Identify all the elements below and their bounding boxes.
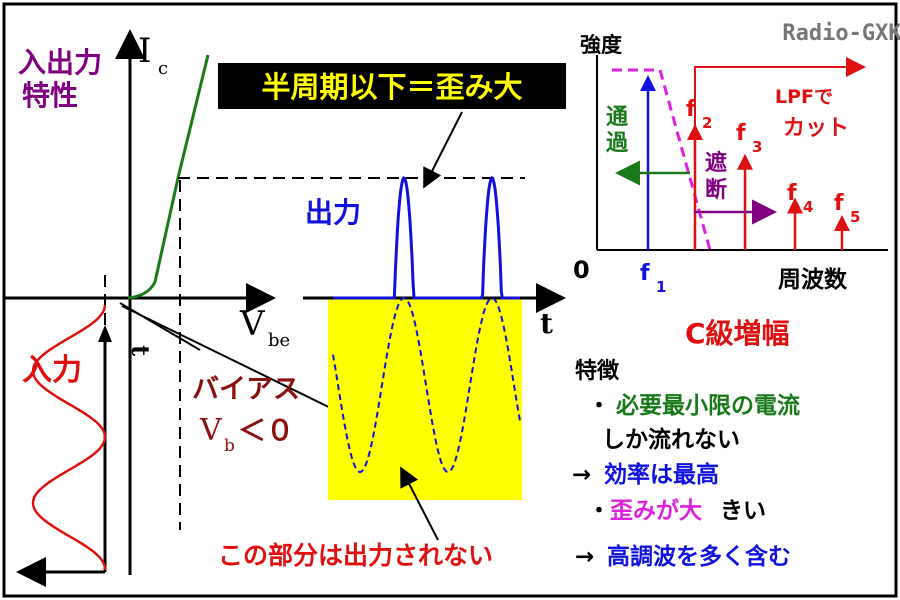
- input-label: 入力: [22, 353, 82, 388]
- lpf-label-line2: カット: [783, 116, 849, 141]
- transfer-curve: [127, 54, 210, 300]
- harmonic-index-2: 2: [702, 114, 712, 132]
- feature-line5: 高調波を多く含む: [607, 543, 791, 570]
- output-time-label: t: [540, 307, 553, 340]
- block-line2: 断: [705, 177, 727, 203]
- banner-text: 半周期以下＝歪み大: [261, 70, 522, 104]
- bias-v: V: [199, 413, 223, 448]
- harmonic-index-1: 1: [656, 278, 666, 296]
- feature-heading: 特徴: [575, 358, 620, 384]
- transfer-title-line2: 特性: [22, 79, 78, 112]
- feature-bullet-2: ・: [588, 499, 610, 524]
- input-axis-arrowhead: [98, 325, 112, 342]
- ic-axis-sub: c: [158, 58, 168, 79]
- output-pulse-wave: [333, 175, 520, 300]
- banner-box: [218, 63, 566, 109]
- harmonic-arrowhead-f4: [787, 197, 803, 214]
- harmonic-index-3: 3: [752, 138, 762, 156]
- input-time-label: t: [126, 345, 155, 356]
- banner-pointer: [423, 111, 463, 189]
- bias-line1: バイアス: [192, 374, 300, 405]
- cut-note-pointer: [400, 466, 439, 541]
- cut-region-fill: [328, 298, 522, 500]
- vbe-axis-sub: be: [268, 330, 290, 351]
- output-label: 出力: [305, 196, 361, 229]
- watermark: Radio-GXK: [782, 21, 900, 46]
- harmonic-arrowhead-f3: [737, 153, 753, 170]
- feature-arrow-1: →: [572, 462, 591, 488]
- feature-arrow-2: →: [575, 544, 594, 570]
- lpf-response: [612, 68, 712, 251]
- harmonic-label-f2: f: [686, 97, 696, 122]
- input-sine-wave: [31, 304, 107, 571]
- cut-note: この部分は出力されない: [218, 541, 493, 570]
- bias-pointer-2: [121, 305, 346, 416]
- lpf-label-line1: LPFで: [775, 86, 833, 108]
- bias-sub: b: [224, 436, 235, 456]
- lpf-cut-arrow: [694, 57, 866, 250]
- feature-line4b: きい: [720, 498, 766, 524]
- harmonic-index-4: 4: [803, 198, 813, 216]
- feature-line4a: 歪みが大: [610, 497, 702, 524]
- harmonic-label-f1: f: [640, 261, 650, 286]
- feature-line2: しか流れない: [602, 426, 740, 453]
- harmonic-arrowhead-f5: [834, 215, 850, 231]
- harmonic-arrowhead-f1: [640, 75, 656, 91]
- suppressed-wave: [332, 296, 521, 474]
- pass-line1: 通: [606, 105, 628, 130]
- transfer-title-line1: 入出力: [18, 46, 102, 79]
- spectrum-y-label: 強度: [580, 33, 622, 57]
- harmonic-label-f4: f: [787, 181, 797, 206]
- spectrum-origin: 0: [573, 256, 590, 284]
- harmonic-index-5: 5: [850, 208, 860, 226]
- feature-line1: 必要最小限の電流: [616, 392, 800, 419]
- harmonic-label-f5: f: [834, 191, 844, 216]
- pass-line2: 過: [606, 130, 629, 156]
- ic-axis-label: I: [138, 31, 151, 71]
- spectrum-x-label: 周波数: [778, 267, 848, 293]
- harmonic-label-f3: f: [736, 121, 746, 146]
- feature-line3: 効率は最高: [604, 461, 719, 488]
- block-line1: 遮: [705, 150, 727, 176]
- feature-title: C級増幅: [685, 317, 790, 350]
- feature-bullet-1: ・: [588, 394, 610, 419]
- vbe-axis-label: V: [239, 304, 266, 344]
- bias-rest: ＜０: [238, 414, 294, 447]
